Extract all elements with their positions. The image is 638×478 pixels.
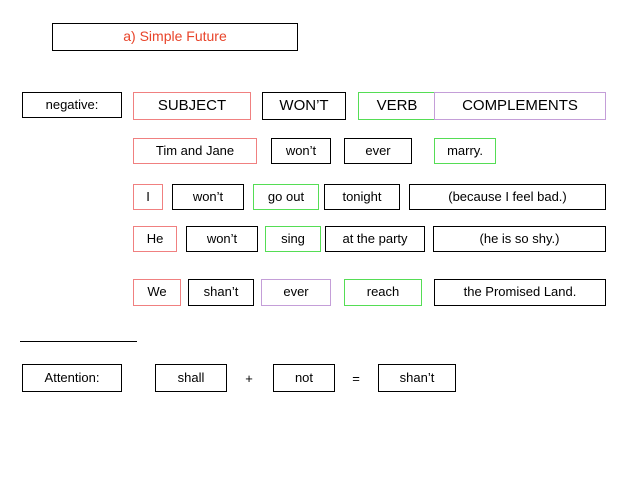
row2-cell-auxiliary-label: won’t [192,188,224,204]
row1-cell-subject-label: Tim and Jane [155,142,235,158]
footnote-operator-plus: + [238,364,260,392]
footnote-term-shall-label: shall [177,369,205,385]
footnote-divider [20,341,137,342]
row3-cell-subject-label: He [146,230,164,246]
row3-cell-place-label: at the party [342,230,408,246]
footnote-term-not-label: not [294,369,314,385]
footnote-result-shant: shan’t [378,364,456,392]
row3-cell-verb: sing [265,226,321,252]
header-cell-negative: negative: [22,92,122,118]
footnote-operator-equals-label: = [352,370,360,386]
row2-cell-verb-label: go out [267,188,305,204]
row3-cell-auxiliary: won’t [186,226,258,252]
footnote-term-not: not [273,364,335,392]
row1-cell-verb: marry. [434,138,496,164]
row4-cell-auxiliary: shan’t [188,279,254,306]
header-cell-complements: COMPLEMENTS [434,92,606,120]
row2-cell-auxiliary: won’t [172,184,244,210]
row1-cell-subject: Tim and Jane [133,138,257,164]
header-cell-subject-label: SUBJECT [157,96,227,114]
row1-cell-adverb-label: ever [365,142,391,158]
row4-cell-subject: We [133,279,181,306]
row1-cell-auxiliary: won’t [271,138,331,164]
row2-cell-subject-label: I [146,188,150,204]
row1-cell-verb-label: marry. [447,142,483,158]
row4-cell-subject-label: We [147,284,167,300]
header-cell-verb-label: VERB [376,96,418,114]
row4-cell-auxiliary-label: shan’t [203,284,239,300]
row3-cell-complement-label: (he is so shy.) [479,230,560,246]
title-box: a) Simple Future [52,23,298,51]
header-cell-wont-label: WON’T [279,96,329,114]
footnote-attention-box: Attention: [22,364,122,392]
row1-cell-adverb: ever [344,138,412,164]
row3-cell-place: at the party [325,226,425,252]
footnote-term-shall: shall [155,364,227,392]
row2-cell-complement-label: (because I feel bad.) [448,188,567,204]
row2-cell-time: tonight [324,184,400,210]
row4-cell-verb: reach [344,279,422,306]
footnote-operator-equals: = [345,364,367,392]
row3-cell-complement: (he is so shy.) [433,226,606,252]
header-cell-negative-label: negative: [45,96,99,112]
row4-cell-complement-label: the Promised Land. [463,284,577,300]
footnote-result-shant-label: shan’t [399,369,435,385]
row4-cell-complement: the Promised Land. [434,279,606,306]
row3-cell-subject: He [133,226,177,252]
row2-cell-subject: I [133,184,163,210]
row4-cell-adverb: ever [261,279,331,306]
header-cell-verb: VERB [358,92,436,120]
footnote-operator-plus-label: + [245,370,253,386]
row2-cell-verb: go out [253,184,319,210]
title-text: a) Simple Future [123,28,227,45]
footnote-attention-label: Attention: [44,369,100,385]
row4-cell-verb-label: reach [366,284,400,300]
header-cell-wont: WON’T [262,92,346,120]
header-cell-subject: SUBJECT [133,92,251,120]
row2-cell-complement: (because I feel bad.) [409,184,606,210]
header-cell-complements-label: COMPLEMENTS [462,96,578,114]
row3-cell-auxiliary-label: won’t [206,230,238,246]
row3-cell-verb-label: sing [281,230,305,246]
row2-cell-time-label: tonight [342,188,382,204]
row1-cell-auxiliary-label: won’t [285,142,317,158]
row4-cell-adverb-label: ever [283,284,309,300]
